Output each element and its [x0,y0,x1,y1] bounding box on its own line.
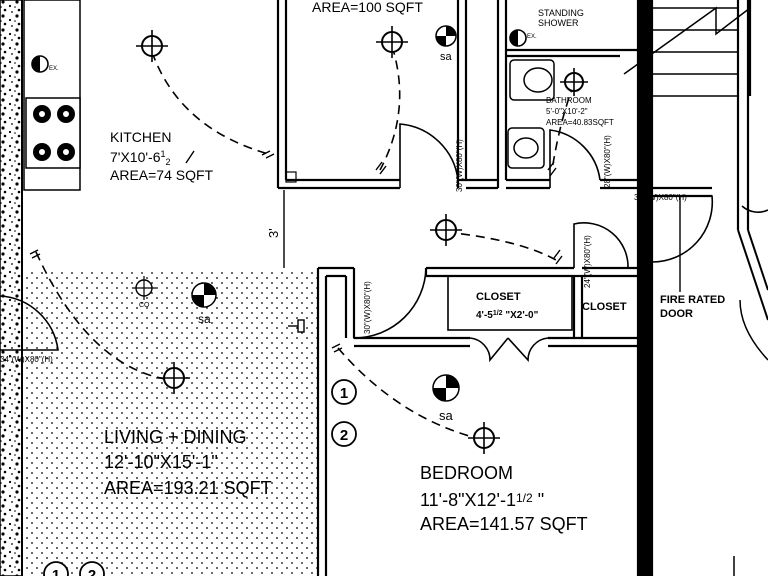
door-size-top-center: 30"(W)X80"(H) [455,139,464,192]
svg-text:1: 1 [52,567,60,576]
door-size-hall-right: 32"(W)X80"(H) [634,193,687,202]
wall-switches [29,150,563,353]
bathroom-area: AREA=40.83SQFT [546,118,614,127]
ceiling-light-hall [430,214,462,246]
bedroom-name: BEDROOM [420,463,513,483]
circuit-tag-2: 2 [331,421,357,447]
exhaust-label: EX. [527,34,537,40]
living-area: AREA=193.21 SQFT [104,478,272,498]
closet-center-size: 4'-51/2 "X2'-0" [476,310,539,321]
ceiling-light-kitchen [136,30,168,62]
exterior-wall-left [0,0,23,576]
smoke-alarm-icon [432,374,460,402]
smoke-alarm-label: sa [439,408,454,423]
door-size-living-left: 34"(W)X80"(H) [0,355,53,364]
door-size-hall-mid: 24"(W)X80"(H) [583,235,592,288]
fire-door-note-line1: FIRE RATED [660,294,725,306]
interior-walls [23,0,752,576]
bedroom-size: 11'-8"X12'-11/2 " [420,490,544,510]
living-name: LIVING + DINING [104,427,247,447]
smoke-alarm-label: sa [440,51,453,63]
bathroom-name: BATHROOM [546,96,592,105]
smoke-alarm-icon [191,282,217,308]
kitchen-area: AREA=74 SQFT [110,167,214,183]
closet-center-name: CLOSET [476,291,521,303]
door-size-bedroom: 30"(W)X80"(H) [363,281,372,334]
co-label: CO [139,302,150,309]
circuit-tag-1: 1 [331,379,357,405]
stairs [623,6,768,361]
svg-text:1: 1 [340,385,348,402]
doors [0,123,768,363]
smoke-alarm-icon [435,25,457,47]
exhaust-label: EX. [49,66,59,72]
living-floor-hatch [24,270,320,576]
door-size-bath: 28"(W)X80"(H) [603,135,612,188]
kitchen-fraction-slash [185,150,195,164]
ceiling-light-bathroom [560,68,588,96]
top-room-area: AREA=100 SQFT [312,0,423,15]
shower-label-line1: STANDING [538,8,584,18]
svg-text:2: 2 [88,567,96,576]
dimension-3ft-label: 3' [266,228,281,238]
bedroom-area: AREA=141.57 SQFT [420,514,588,534]
living-size: 12'-10"X15'-1" [104,452,218,472]
fire-door-note-line2: DOOR [660,308,693,320]
svg-text:2: 2 [340,427,348,444]
circuit-tag-2: 2 [79,561,105,576]
bathroom-size: 5'-0"X10'-2" [546,107,588,116]
kitchen-size: 7'X10'-612 [110,149,171,167]
bath-fixtures [507,59,555,169]
co-detector-icon [132,276,156,300]
ceiling-light-bedroom [468,422,500,454]
closet-right-name: CLOSET [582,301,627,313]
exhaust-fan-icon [509,29,527,47]
stove [25,97,81,169]
ceiling-light-top-room [376,26,408,58]
ceiling-light-living [158,362,190,394]
kitchen-name: KITCHEN [110,129,171,145]
shower-label-line2: SHOWER [538,18,579,28]
smoke-alarm-label: sa [198,312,211,326]
exhaust-fan-icon [31,55,49,73]
circuit-tag-1: 1 [43,561,69,576]
